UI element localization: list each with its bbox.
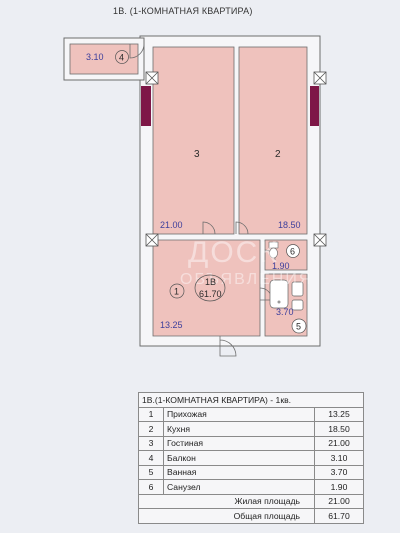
window-right xyxy=(310,86,319,126)
room-name: Прихожая xyxy=(163,406,315,422)
row-number: 1 xyxy=(138,406,164,422)
room-area: 3.70 xyxy=(314,464,364,480)
table-header-row: 1В.(1-КОМНАТНАЯ КВАРТИРА) - 1кв. xyxy=(138,392,364,408)
vent-shaft-top-right xyxy=(313,71,327,85)
room-number-4-badge: 4 xyxy=(115,50,129,64)
room-area-4: 3.10 xyxy=(86,52,104,62)
room-number-1: 1 xyxy=(174,287,179,297)
living-area-value: 21.00 xyxy=(314,493,364,509)
watermark-line1: ДОСК xyxy=(188,236,279,269)
room-area: 13.25 xyxy=(314,406,364,422)
room-area: 21.00 xyxy=(314,435,364,451)
room-number-6-badge: 6 xyxy=(286,244,300,258)
living-area-row: Жилая площадь 21.00 xyxy=(138,493,364,509)
vent-shaft-mid-left xyxy=(145,233,159,247)
room-area: 18.50 xyxy=(314,421,364,437)
room-number-4: 4 xyxy=(119,53,124,63)
row-number: 5 xyxy=(138,464,164,480)
row-number: 2 xyxy=(138,421,164,437)
room-name: Балкон xyxy=(163,450,315,466)
balcony-floor xyxy=(69,43,139,75)
total-area-row: Общая площадь 61.70 xyxy=(138,508,364,524)
room-area-3: 21.00 xyxy=(160,220,183,230)
room-number-5-badge: 5 xyxy=(291,318,307,334)
room-area: 3.10 xyxy=(314,450,364,466)
room-area-2: 18.50 xyxy=(278,220,301,230)
room-name: Гостиная xyxy=(163,435,315,451)
unit-area: 61.70 xyxy=(199,289,222,299)
room-number-2: 2 xyxy=(275,149,281,160)
room-area-5: 3.70 xyxy=(276,307,294,317)
vent-shaft-mid-right xyxy=(313,233,327,247)
room-area-1: 13.25 xyxy=(160,320,183,330)
room-3 xyxy=(152,46,235,235)
room-number-5: 5 xyxy=(296,322,301,332)
room-2 xyxy=(238,46,308,235)
unit-badge: 1В 61.70 xyxy=(194,274,226,302)
room-number-6: 6 xyxy=(290,247,295,257)
room-area-6: 1.90 xyxy=(272,261,290,271)
door-room-2 xyxy=(235,221,249,235)
row-number: 4 xyxy=(138,450,164,466)
living-area-label: Жилая площадь xyxy=(138,493,315,509)
row-number: 3 xyxy=(138,435,164,451)
room-area: 1.90 xyxy=(314,479,364,495)
unit-label: 1В xyxy=(205,277,216,287)
room-name: Кухня xyxy=(163,421,315,437)
row-number: 6 xyxy=(138,479,164,495)
room-1 xyxy=(152,239,261,337)
room-number-3: 3 xyxy=(194,149,200,160)
window-left xyxy=(141,86,151,126)
bathtub-icon xyxy=(269,279,289,309)
vent-shaft-top-left xyxy=(145,71,159,85)
floor-plan: ДОСК ОБЪЯВЛЕНИЯ 3 2 4 1 6 5 1В 61.70 3.1… xyxy=(63,35,327,357)
door-room-3 xyxy=(202,221,216,235)
room-name: Ванная xyxy=(163,464,315,480)
room-name: Санузел xyxy=(163,479,315,495)
room-number-1-badge: 1 xyxy=(169,283,185,299)
door-balcony xyxy=(129,43,145,59)
toilet-icon xyxy=(268,241,279,259)
sink-icon xyxy=(291,281,304,311)
total-area-label: Общая площадь xyxy=(138,508,315,524)
table-header: 1В.(1-КОМНАТНАЯ КВАРТИРА) - 1кв. xyxy=(138,392,364,408)
watermark-line2: ОБЪЯВЛЕНИЯ xyxy=(180,271,312,288)
plan-title: 1В. (1-КОМНАТНАЯ КВАРТИРА) xyxy=(113,6,253,16)
total-area-value: 61.70 xyxy=(314,508,364,524)
door-entrance xyxy=(219,336,237,357)
